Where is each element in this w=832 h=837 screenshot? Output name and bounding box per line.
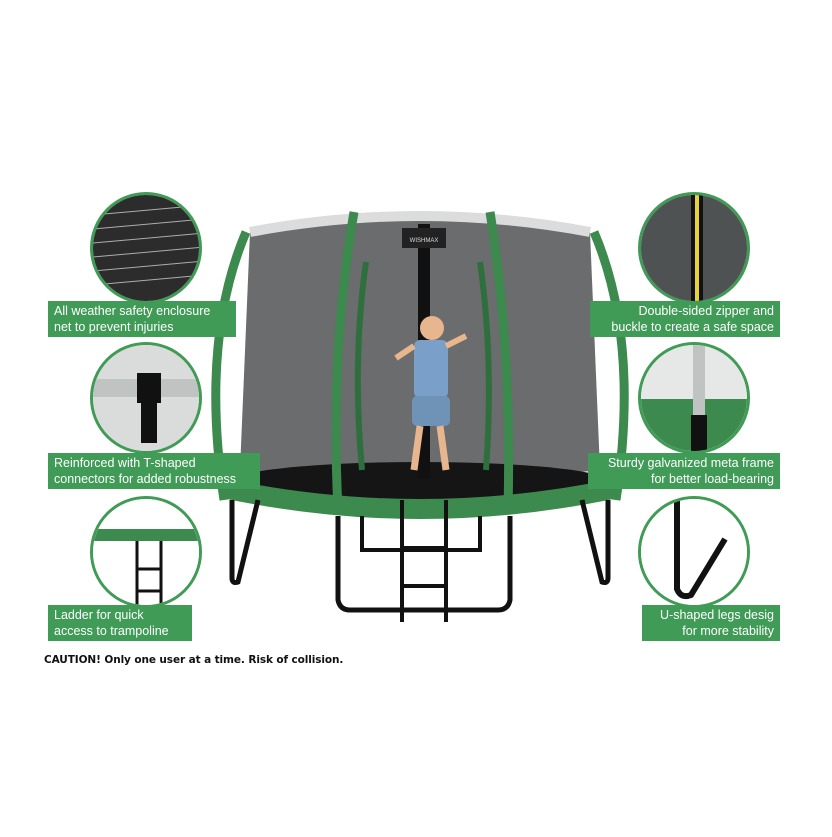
ladder [400, 500, 448, 622]
net-mesh-icon [90, 192, 202, 304]
u-leg [229, 499, 261, 585]
u-leg-icon [638, 496, 750, 608]
safety-pad [222, 478, 618, 519]
jump-mat [230, 462, 610, 502]
zipper-icon [638, 192, 750, 304]
caution-text: CAUTION! Only one user at a time. Risk o… [44, 654, 344, 666]
t-connector-icon [90, 342, 202, 454]
brand-sign: WISHMAX [410, 238, 439, 244]
ladder-icon [90, 496, 202, 608]
frame-pole-icon [638, 342, 750, 454]
